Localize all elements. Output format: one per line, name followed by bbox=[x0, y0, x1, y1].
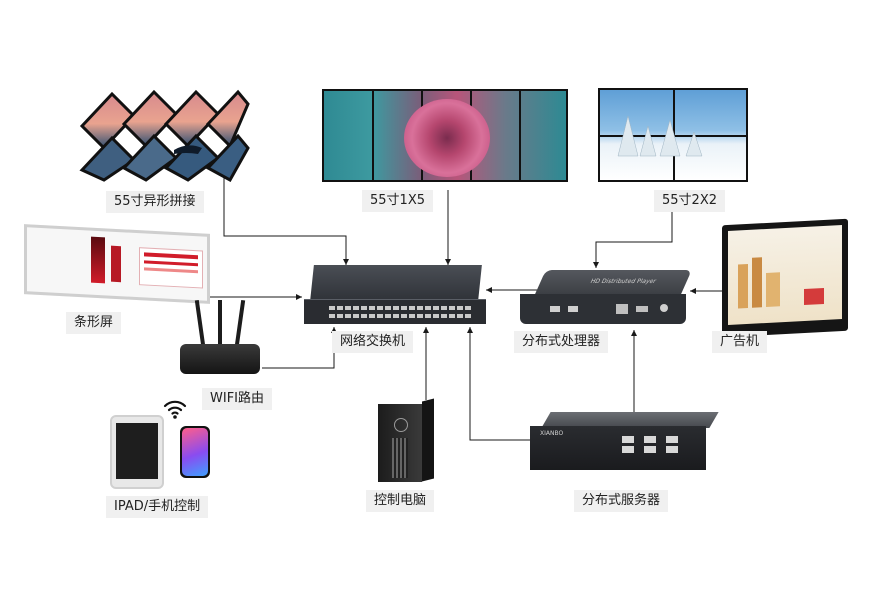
label-processor: 分布式处理器 bbox=[514, 331, 609, 353]
arrow-server-processor bbox=[631, 330, 637, 336]
line-splice-switch bbox=[223, 178, 347, 265]
usb-port bbox=[568, 306, 578, 312]
label-special-splice: 55寸异形拼接 bbox=[106, 191, 204, 213]
network-switch bbox=[300, 265, 490, 327]
snowy-trees-image bbox=[617, 115, 703, 157]
router-body bbox=[180, 344, 260, 374]
usb-port bbox=[622, 446, 634, 453]
pc-side bbox=[422, 398, 434, 482]
wifi-icon bbox=[163, 400, 187, 419]
tile-divider bbox=[519, 91, 521, 180]
splice-tile bbox=[163, 133, 221, 182]
usb-port bbox=[622, 436, 634, 443]
splice-tile bbox=[163, 89, 221, 149]
arrow-bar-switch bbox=[296, 294, 302, 300]
label-1x5: 55寸1X5 bbox=[362, 190, 433, 212]
hdmi-port bbox=[636, 306, 648, 312]
server-brand: XIANBO bbox=[540, 430, 564, 437]
boat-icon bbox=[174, 145, 202, 154]
splice-tile bbox=[121, 89, 179, 149]
usb-port bbox=[666, 446, 678, 453]
server-front: XIANBO bbox=[530, 426, 706, 470]
processor-front bbox=[520, 294, 686, 324]
tile-divider bbox=[372, 91, 374, 180]
product-bottle bbox=[111, 245, 121, 283]
label-wifi-router: WIFI路由 bbox=[202, 388, 272, 410]
arrow-server-switch bbox=[467, 327, 473, 333]
arrow-2x2-processor bbox=[593, 262, 599, 268]
usb-port bbox=[644, 436, 656, 443]
splice-tile bbox=[205, 89, 250, 149]
usb-port bbox=[666, 436, 678, 443]
ethernet-port bbox=[616, 304, 628, 314]
arrow-1x5-switch bbox=[445, 259, 451, 265]
product-bottle bbox=[91, 236, 105, 284]
usb-port bbox=[644, 446, 656, 453]
cosmetic-bottle bbox=[752, 257, 762, 308]
antenna bbox=[218, 300, 222, 346]
ad-screen bbox=[728, 225, 842, 325]
ipad-device bbox=[110, 415, 164, 489]
splice-tile bbox=[205, 133, 250, 182]
label-ipad-phone: IPAD/手机控制 bbox=[106, 496, 209, 518]
label-bar-screen: 条形屏 bbox=[66, 312, 122, 334]
bar-screen bbox=[24, 224, 210, 304]
ad-machine bbox=[722, 218, 848, 338]
power-port bbox=[660, 304, 668, 312]
phone-screen bbox=[182, 428, 208, 476]
arrow-pc-switch bbox=[423, 327, 429, 333]
label-server: 分布式服务器 bbox=[574, 490, 669, 512]
phone-device bbox=[180, 426, 210, 478]
switch-top bbox=[310, 265, 482, 301]
pc-grille bbox=[392, 438, 408, 478]
arrow-ad-processor bbox=[690, 288, 696, 294]
distributed-server: XIANBO bbox=[530, 412, 719, 480]
usb-port bbox=[550, 306, 560, 312]
special-splice-wall bbox=[79, 89, 250, 182]
switch-ports bbox=[328, 303, 476, 319]
ipad-screen bbox=[116, 423, 158, 479]
label-2x2: 55寸2X2 bbox=[654, 190, 725, 212]
antenna bbox=[194, 299, 206, 347]
wifi-router bbox=[178, 299, 262, 378]
arrow-splice-switch bbox=[343, 259, 349, 265]
control-pc bbox=[378, 398, 436, 484]
cosmetic-bottle bbox=[738, 263, 748, 309]
hp-logo bbox=[394, 418, 408, 432]
splice-tile bbox=[79, 135, 137, 182]
cosmetic-jar bbox=[766, 272, 780, 307]
line-router-switch bbox=[262, 327, 335, 369]
distributed-processor: HD Distributed Player bbox=[520, 268, 692, 330]
splice-tile bbox=[121, 133, 179, 182]
rose-image bbox=[404, 99, 490, 177]
label-control-pc: 控制电脑 bbox=[366, 490, 435, 512]
video-wall-1x5 bbox=[322, 89, 568, 182]
ad-text-block bbox=[139, 247, 203, 289]
gift-box bbox=[804, 287, 824, 306]
video-wall-2x2 bbox=[598, 88, 748, 182]
processor-brand: HD Distributed Player bbox=[589, 278, 658, 285]
line-2x2-processor bbox=[595, 190, 673, 268]
processor-top: HD Distributed Player bbox=[534, 270, 692, 296]
antenna bbox=[234, 299, 246, 347]
label-ad-machine: 广告机 bbox=[712, 331, 768, 353]
arrow-processor-switch bbox=[486, 287, 492, 293]
switch-front bbox=[304, 299, 486, 324]
line-server-switch bbox=[469, 327, 536, 441]
label-switch: 网络交换机 bbox=[332, 331, 414, 353]
